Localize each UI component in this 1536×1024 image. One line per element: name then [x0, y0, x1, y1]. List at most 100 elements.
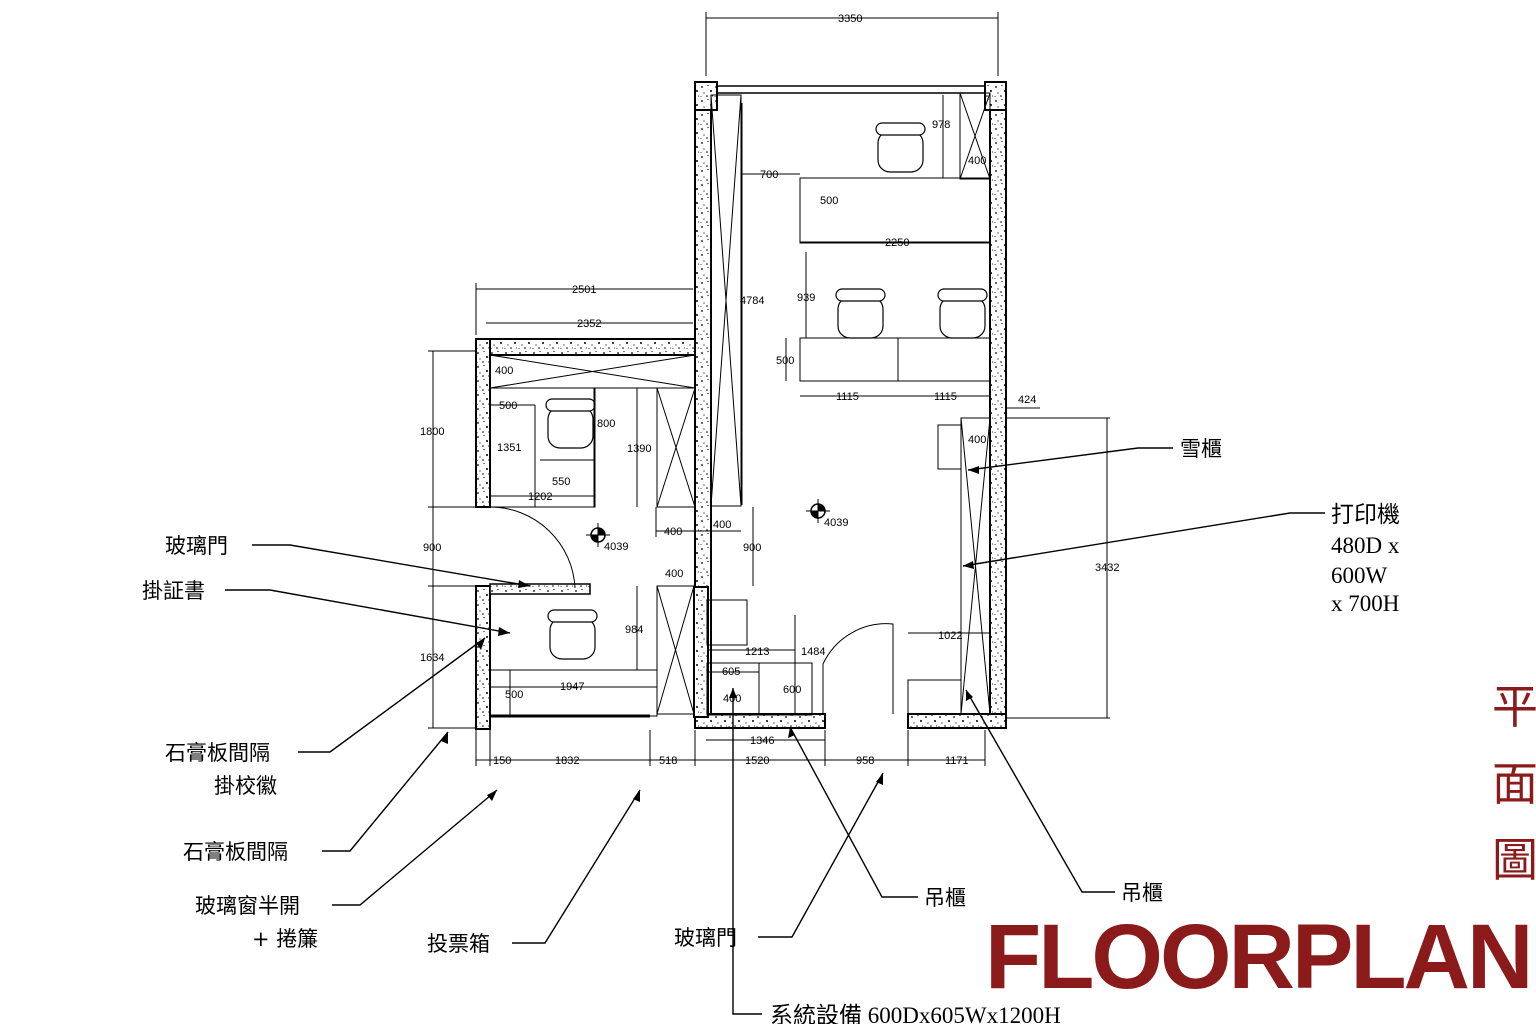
wall-left-upper: [475, 338, 491, 508]
label-ballot-box: 投票箱: [427, 932, 490, 956]
dim-4784: 4784: [740, 295, 764, 307]
chairs: [545, 122, 988, 660]
chair-middle-right: [937, 288, 988, 339]
dim-400-equipment: 400: [723, 693, 741, 705]
dim-900-left: 900: [423, 542, 441, 554]
partition-vertical: [693, 586, 709, 718]
label-system-equipment: 系統設備 600Dx605Wx1200H: [770, 1003, 1061, 1024]
dim-939: 939: [797, 292, 815, 304]
dim-500-upper: 500: [820, 195, 838, 207]
wall-left-room-top: [475, 338, 696, 356]
leader-lines: [225, 447, 1325, 1015]
label-window-1: 玻璃窗半開: [195, 894, 300, 918]
dim-1213: 1213: [745, 646, 769, 658]
dim-1520: 1520: [745, 755, 769, 767]
dim-500-lower: 500: [505, 689, 523, 701]
level-marker-left: [586, 523, 610, 547]
left-room-desk: [489, 387, 596, 508]
lower-desk: [489, 669, 658, 717]
dim-2250: 2250: [885, 237, 909, 249]
dim-958: 958: [856, 755, 874, 767]
label-printer-4: x 700H: [1331, 591, 1399, 616]
right-low-counter: [907, 679, 962, 715]
dim-4039-right: 4039: [824, 517, 848, 529]
level-marker-right: [806, 499, 830, 523]
left-door-swing: [489, 506, 576, 589]
leader-certificate: [225, 589, 511, 634]
dim-1022: 1022: [938, 630, 962, 642]
dim-3350: 3350: [838, 13, 862, 25]
label-certificate: 掛証書: [142, 579, 205, 603]
bottom-door-swing: [822, 623, 894, 714]
dim-605: 605: [722, 666, 740, 678]
leader-hanging-cabinet-2: [965, 689, 1115, 893]
wall-bottom-middle: [694, 713, 826, 729]
doors: [489, 506, 894, 714]
lower-cabinet: [656, 585, 695, 715]
title-floorplan: FLOORPLAN: [985, 906, 1530, 1008]
title-cn-2: 面: [1492, 757, 1536, 811]
dim-1351: 1351: [497, 442, 521, 454]
dim-984: 984: [625, 624, 643, 636]
leader-glass-door-bottom: [758, 772, 884, 938]
annotation-labels: 玻璃門 掛証書 石膏板間隔 掛校徽 石膏板間隔 玻璃窗半開 + 捲簾 投票箱 玻…: [142, 437, 1400, 1024]
dim-1171: 1171: [945, 755, 969, 767]
dim-978: 978: [932, 119, 950, 131]
dim-700: 700: [760, 169, 778, 181]
dim-3432: 3432: [1095, 562, 1119, 574]
wall-upper-right: [989, 81, 1007, 720]
leader-partition: [322, 731, 449, 852]
upper-desk: [799, 177, 991, 244]
chair-lower-room: [547, 609, 598, 660]
leader-system-equipment: [732, 688, 762, 1015]
dim-518: 518: [659, 755, 677, 767]
leader-window: [332, 789, 498, 906]
dim-400-mid-a: 400: [664, 526, 682, 538]
dim-1947: 1947: [560, 681, 584, 693]
leader-printer: [962, 512, 1325, 567]
level-markers: [586, 499, 830, 547]
dim-424: 424: [1018, 394, 1036, 406]
label-partition-emblem-1: 石膏板間隔: [165, 741, 270, 765]
dim-600: 600: [783, 684, 801, 696]
label-partition: 石膏板間隔: [183, 840, 288, 864]
dim-1346: 1346: [750, 735, 774, 747]
leader-ballot-box: [512, 789, 641, 944]
wall-top-right-post: [984, 81, 1007, 111]
left-room-cabinet: [656, 387, 696, 508]
title-cn-1: 平: [1492, 680, 1536, 734]
leader-glass-door-left: [252, 544, 531, 587]
dim-400-left-room: 400: [495, 365, 513, 377]
dim-500-middle: 500: [776, 355, 794, 367]
dimension-texts: 3350 978 400 700 500 2250 2501 4784 939 …: [420, 13, 1119, 767]
label-printer-1: 打印機: [1331, 502, 1400, 527]
dim-1832: 1832: [555, 755, 579, 767]
dim-4039-left: 4039: [604, 541, 628, 553]
dim-550: 550: [552, 476, 570, 488]
label-glass-door-bottom: 玻璃門: [674, 926, 737, 950]
label-hanging-cabinet-2: 吊櫃: [1121, 881, 1163, 905]
dim-1800: 1800: [420, 426, 444, 438]
wall-top-left-post: [694, 81, 718, 111]
dim-1484: 1484: [801, 646, 825, 658]
leader-fridge: [967, 447, 1173, 471]
side-counter: [758, 662, 813, 716]
dim-1202: 1202: [528, 491, 552, 503]
middle-desk: [799, 337, 991, 382]
label-hanging-cabinet-1: 吊櫃: [924, 886, 966, 910]
chair-top: [875, 122, 926, 173]
label-printer-2: 480D x: [1331, 533, 1400, 558]
dim-400-top-right: 400: [968, 155, 986, 167]
dim-1390: 1390: [627, 443, 651, 455]
dimension-lines: [428, 12, 1110, 766]
partition-mid: [489, 583, 591, 595]
dim-800: 800: [597, 418, 615, 430]
dim-400-fridge: 400: [968, 434, 986, 446]
label-window-2: + 捲簾: [252, 927, 318, 951]
dim-1115-right: 1115: [934, 391, 957, 403]
fridge-box: [937, 424, 962, 470]
system-equipment-box: [706, 599, 748, 646]
dim-500-left-room: 500: [499, 400, 517, 412]
title-block: FLOORPLAN 平 面 圖: [985, 680, 1536, 1008]
dim-400-mid-b: 400: [713, 519, 731, 531]
